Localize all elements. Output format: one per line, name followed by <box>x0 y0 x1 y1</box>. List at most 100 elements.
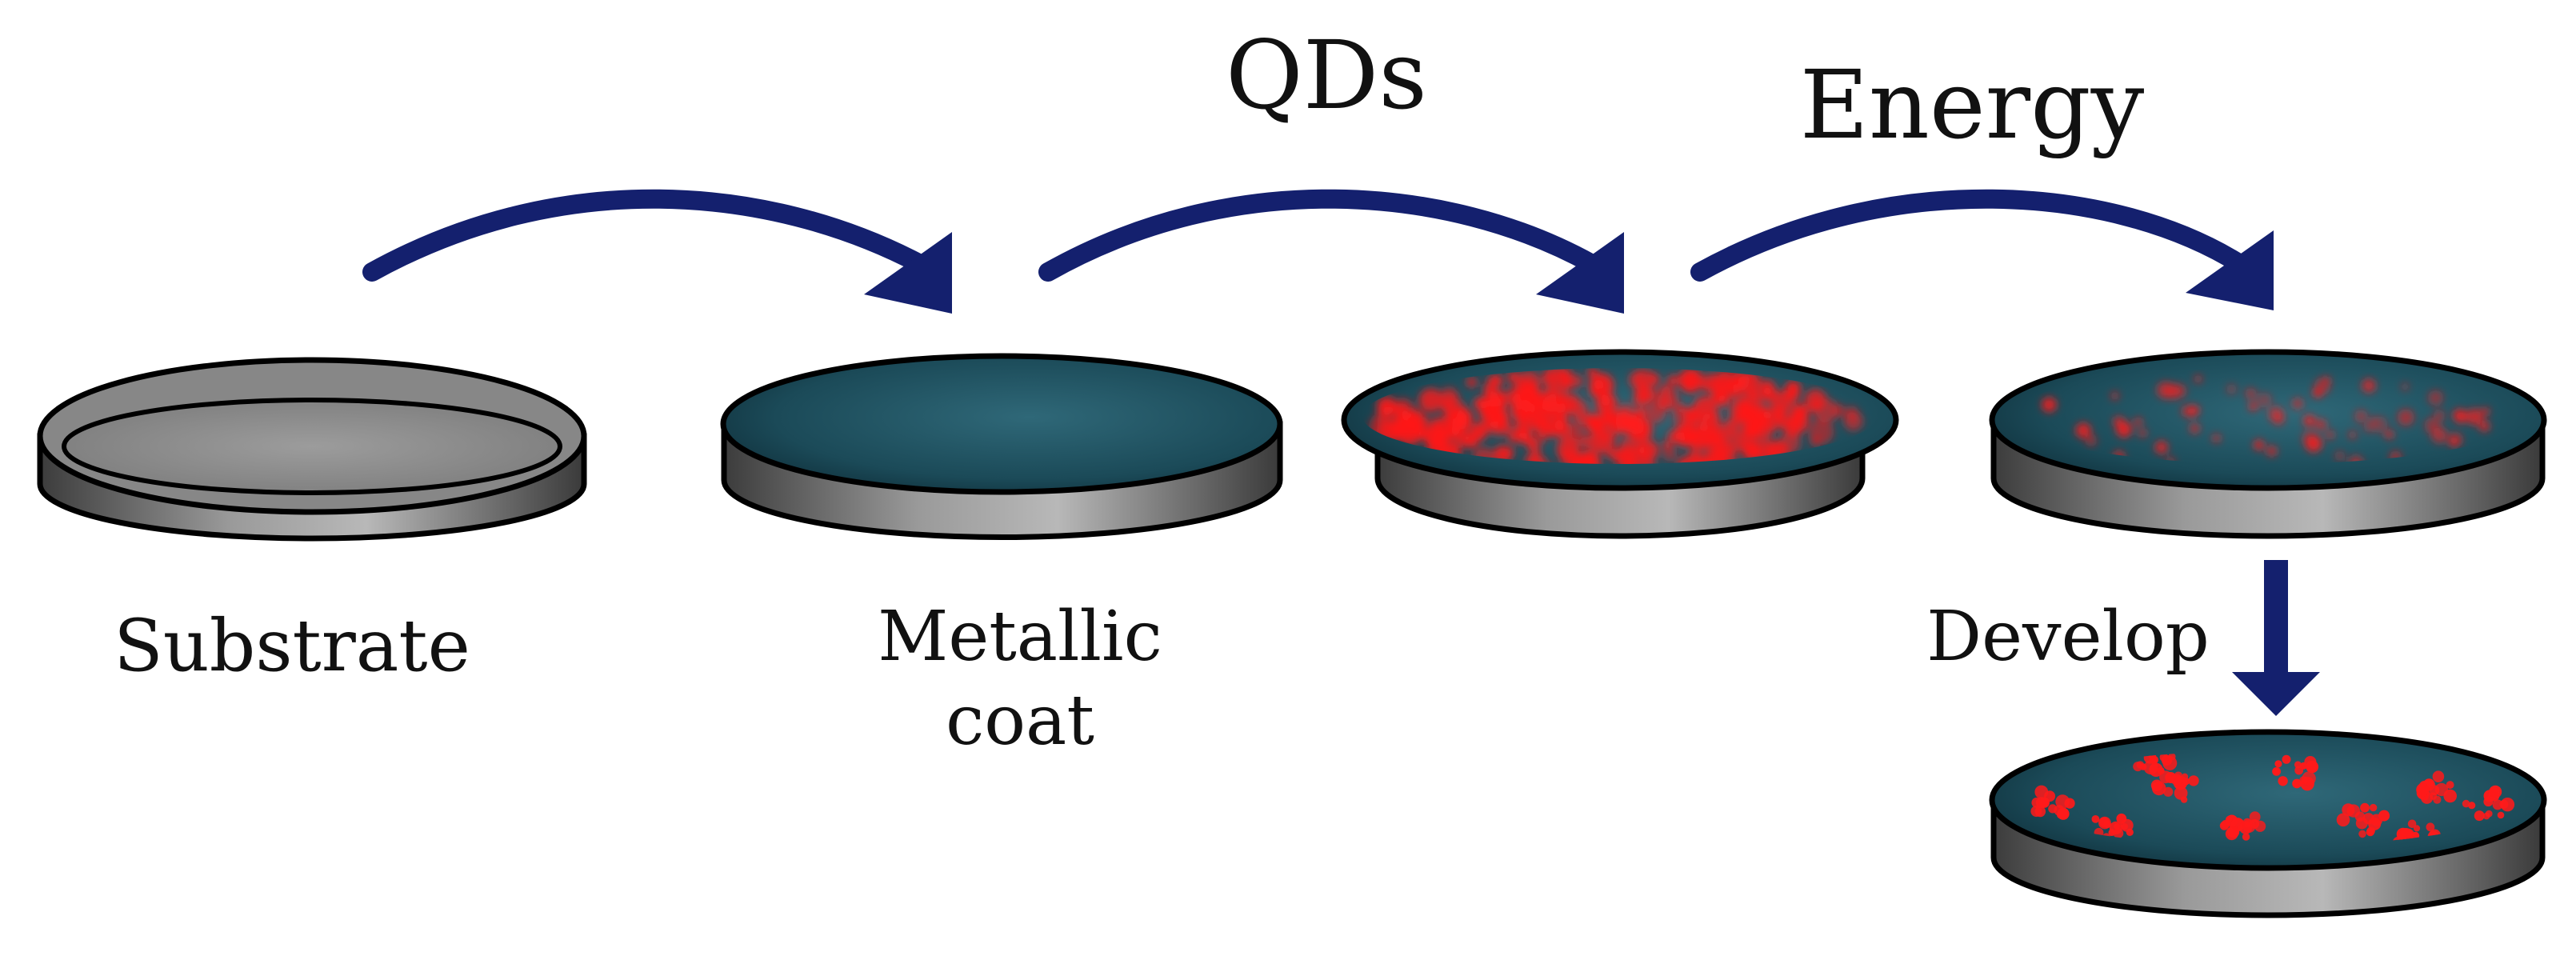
quantum-dot <box>2334 450 2346 462</box>
quantum-dot <box>2427 390 2444 406</box>
quantum-dot <box>1773 410 1783 422</box>
quantum-dot <box>2366 826 2375 835</box>
quantum-dot <box>1702 432 1725 454</box>
quantum-dot <box>2362 813 2374 825</box>
quantum-dot <box>2120 818 2134 832</box>
quantum-dot <box>1486 374 1500 388</box>
quantum-dot <box>2174 777 2182 785</box>
quantum-dot <box>2114 822 2121 830</box>
quantum-dot <box>1439 386 1459 406</box>
quantum-dot <box>2038 797 2050 808</box>
quantum-dot <box>1844 406 1859 420</box>
quantum-dot <box>2030 806 2042 818</box>
quantum-dot <box>1394 402 1409 417</box>
quantum-dot <box>2449 431 2463 446</box>
quantum-dot <box>1512 399 1534 421</box>
quantum-dot <box>2186 406 2198 418</box>
developed-dish <box>1989 729 2547 918</box>
quantum-dot <box>1474 398 1485 409</box>
quantum-dot <box>2254 439 2265 450</box>
quantum-dot <box>2299 762 2307 770</box>
quantum-dot <box>2302 430 2318 446</box>
quantum-dot <box>1676 456 1696 464</box>
quantum-dot <box>2188 775 2199 786</box>
quantum-dot <box>1710 381 1734 404</box>
quantum-dot <box>2108 829 2116 836</box>
quantum-dot <box>1580 436 1590 447</box>
quantum-dot <box>1554 419 1566 431</box>
quantum-dot <box>2157 766 2165 775</box>
quantum-dot <box>2336 813 2350 827</box>
quantum-dot <box>1590 429 1614 453</box>
quantum-dot <box>2150 779 2163 792</box>
quantum-dot <box>2306 760 2318 774</box>
quantum-dot <box>2354 410 2368 423</box>
qds-dish <box>1341 349 1899 539</box>
quantum-dot <box>2468 802 2476 810</box>
quantum-dot <box>2426 822 2435 832</box>
quantum-dot <box>2110 391 2120 401</box>
quantum-dot <box>1506 426 1526 446</box>
arrow-1-icon <box>362 189 952 314</box>
quantum-dot <box>2113 828 2124 838</box>
quantum-dot <box>1574 453 1597 464</box>
quantum-dot <box>1667 374 1679 386</box>
quantum-dots-dense <box>1368 368 1863 464</box>
quantum-dot <box>2360 802 2370 813</box>
quantum-dot <box>2194 374 2203 384</box>
quantum-dot <box>1635 407 1646 418</box>
quantum-dot <box>2211 434 2222 443</box>
quantum-dot <box>2432 770 2445 782</box>
quantum-dot <box>1617 403 1634 422</box>
quantum-dots-sparse <box>2042 374 2490 464</box>
quantum-dot <box>1734 429 1756 451</box>
quantum-dot <box>2462 799 2470 808</box>
quantum-dot <box>2257 392 2272 408</box>
quantum-dot <box>2369 803 2378 812</box>
quantum-dot <box>2497 811 2505 819</box>
quantum-dot <box>2482 407 2490 416</box>
quantum-dot <box>2378 810 2390 822</box>
quantum-dot <box>1673 402 1686 414</box>
quantum-dot <box>2478 421 2490 432</box>
quantum-dot <box>2180 796 2188 803</box>
quantum-dot <box>1654 385 1679 410</box>
quantum-dot <box>2294 761 2302 769</box>
quantum-dot <box>2483 797 2494 807</box>
arrow-2-icon <box>1038 189 1624 314</box>
energy-dish <box>1989 349 2547 539</box>
quantum-dot <box>2303 414 2316 427</box>
quantum-dot <box>2075 422 2091 438</box>
quantum-dot <box>1418 388 1443 413</box>
metallic-coat-dish <box>720 353 1283 541</box>
quantum-dot <box>2138 428 2147 438</box>
quantum-dot <box>2292 398 2304 410</box>
quantum-dot <box>1759 379 1776 396</box>
quantum-dot <box>2098 816 2111 830</box>
quantum-dot <box>1721 420 1739 438</box>
quantum-dot <box>2322 376 2331 385</box>
quantum-dot <box>2091 815 2100 823</box>
quantum-dot <box>2085 434 2098 447</box>
quantum-dot <box>1749 418 1762 430</box>
quantum-dot <box>1785 390 1798 403</box>
quantum-dot <box>1433 416 1454 437</box>
quantum-dot <box>2348 430 2358 440</box>
quantum-dot <box>2302 771 2316 786</box>
quantum-dot <box>1623 442 1650 464</box>
quantum-dot <box>2134 417 2143 426</box>
quantum-dot <box>2189 422 2201 434</box>
quantum-dot <box>1701 381 1712 392</box>
quantum-dot <box>1454 414 1472 431</box>
quantum-dot <box>1507 370 1520 384</box>
quantum-dot <box>2249 811 2261 822</box>
quantum-dot <box>1614 457 1626 464</box>
quantum-dot <box>2397 409 2414 426</box>
quantum-dot <box>1589 373 1614 398</box>
quantum-dot <box>2446 781 2454 790</box>
quantum-dots-clustered <box>2030 750 2515 846</box>
quantum-dot <box>2154 440 2169 454</box>
quantum-dot <box>2429 785 2440 796</box>
quantum-dot <box>1595 393 1618 415</box>
quantum-dot <box>1530 413 1548 430</box>
